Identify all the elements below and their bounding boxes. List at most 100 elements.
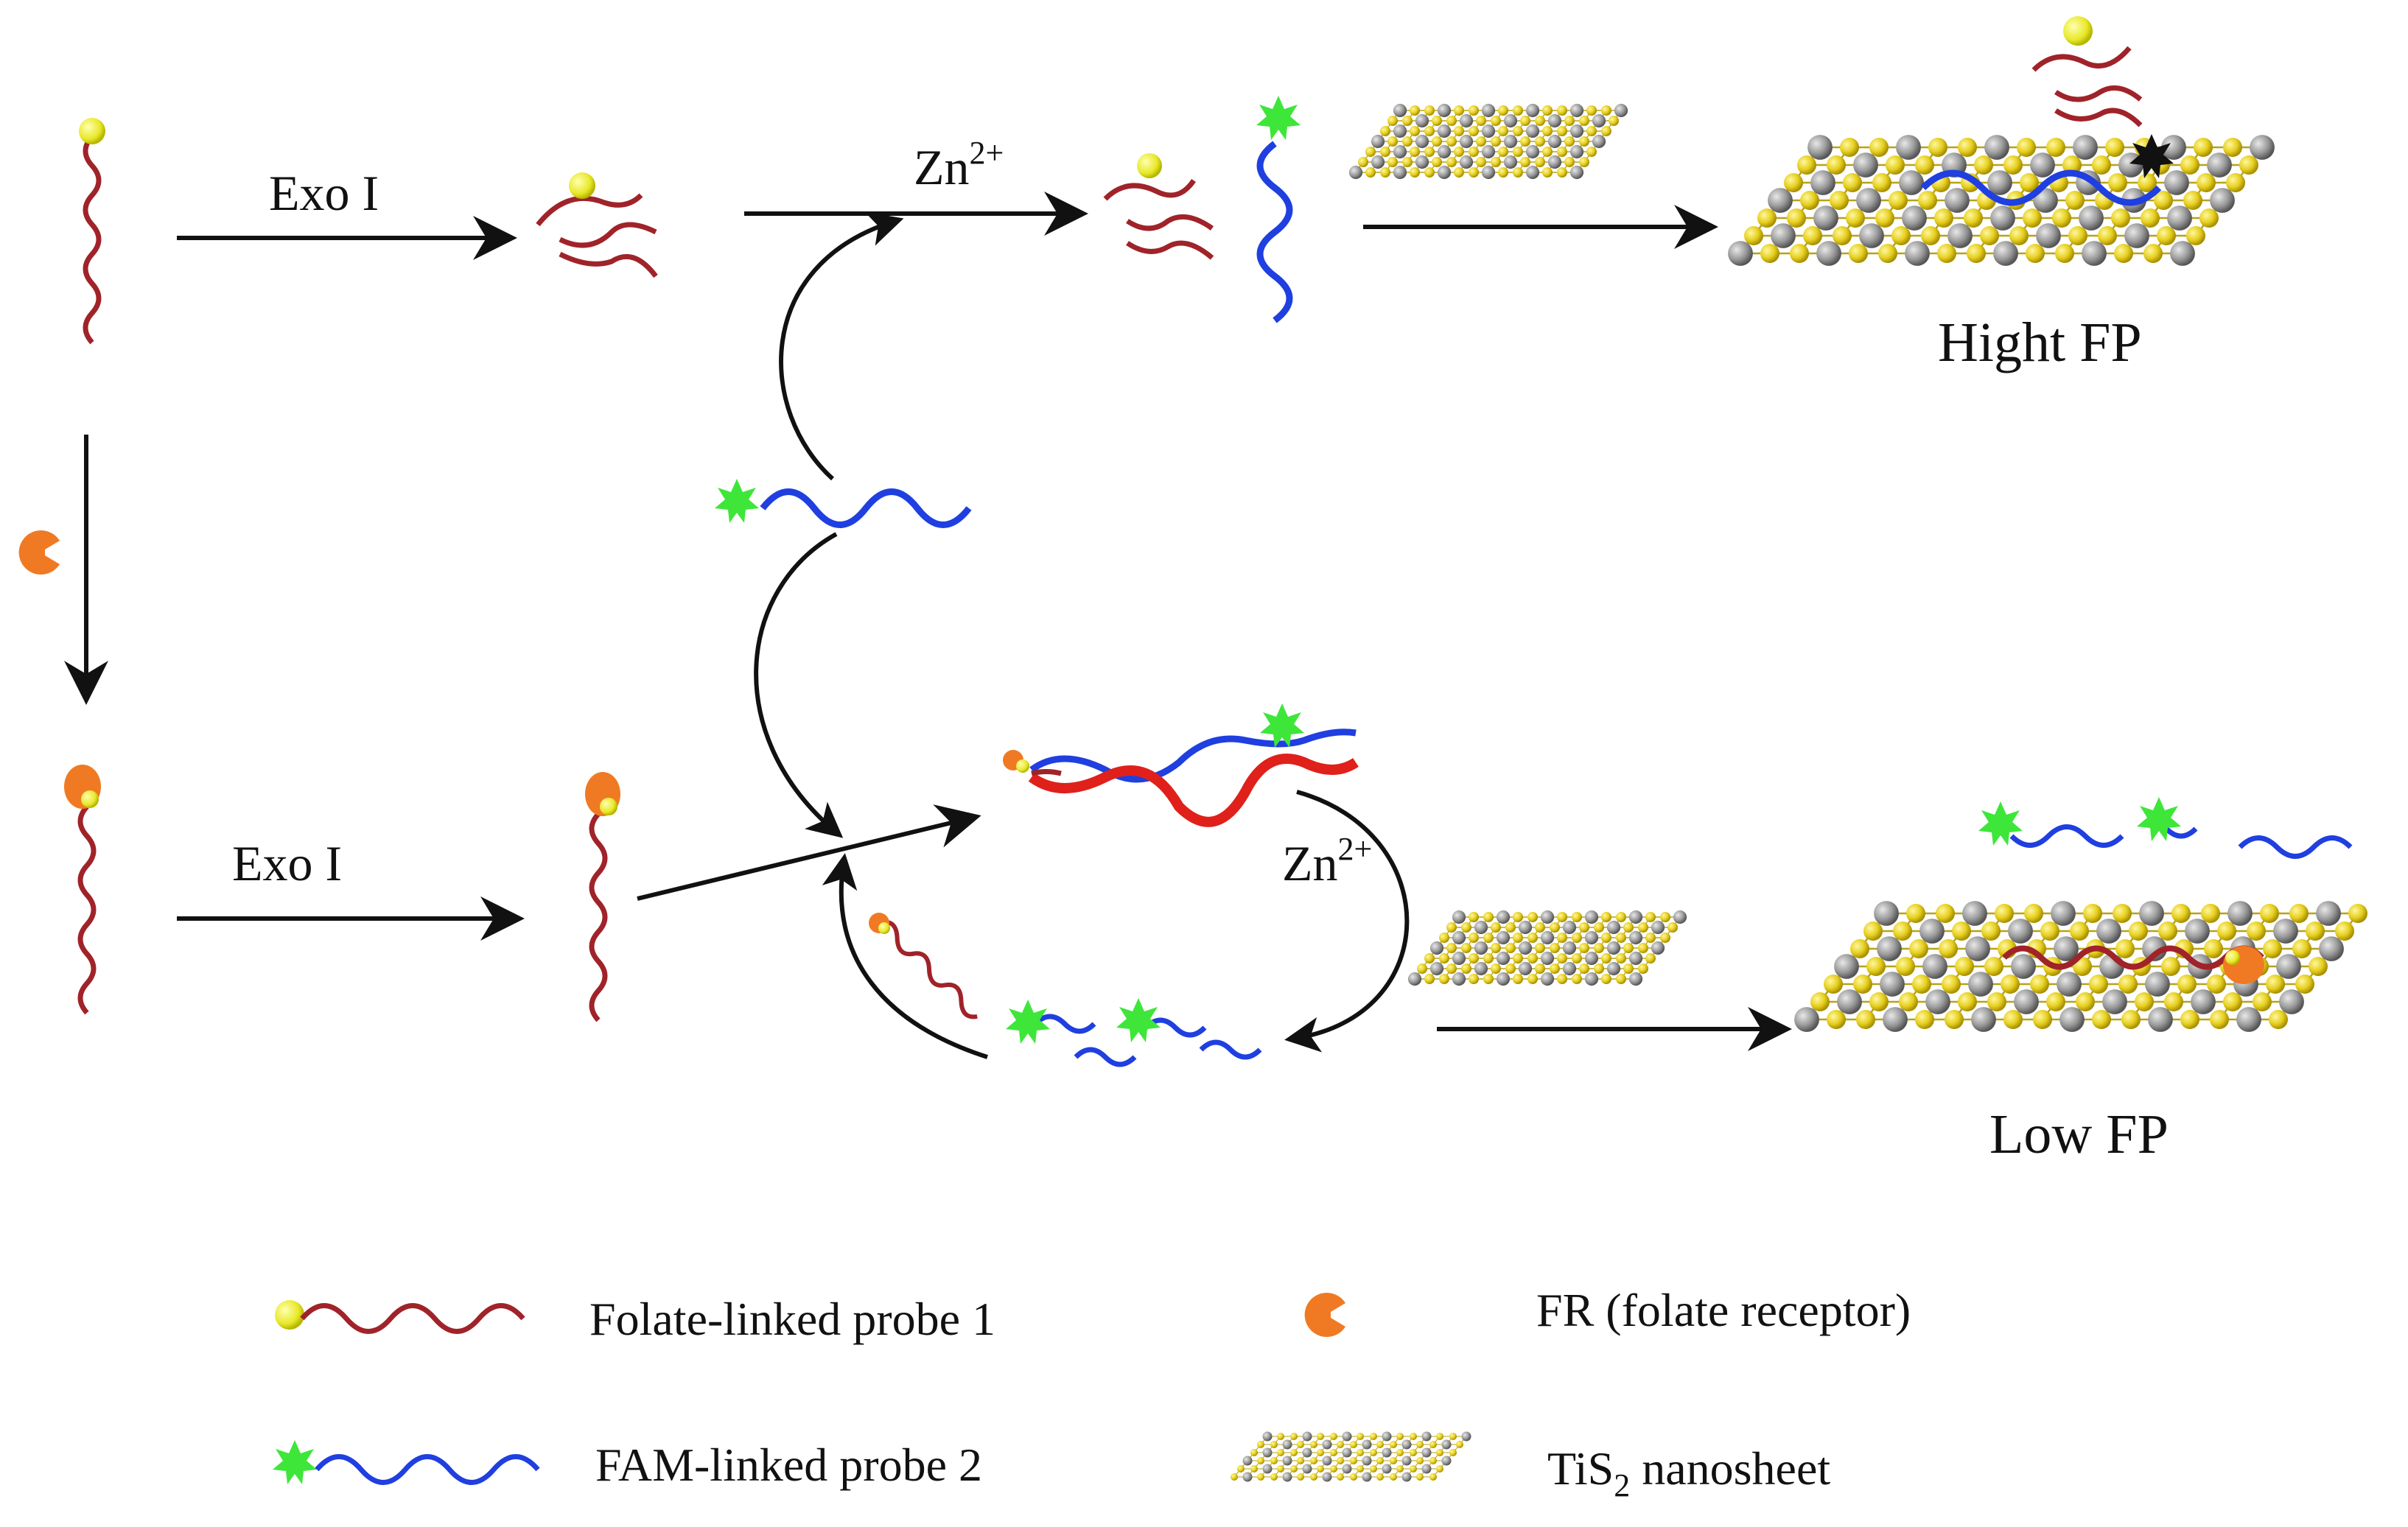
- sulfur-atom: [1357, 1433, 1364, 1440]
- sulfur-atom: [1869, 138, 1889, 157]
- sulfur-atom: [1616, 953, 1626, 963]
- sulfur-atom: [1987, 992, 2006, 1011]
- sulfur-atom: [2046, 138, 2065, 157]
- titanium-atom: [1945, 188, 1970, 213]
- sulfur-atom: [1424, 953, 1435, 963]
- titanium-atom: [1569, 144, 1584, 159]
- sulfur-atom: [1564, 157, 1575, 167]
- sulfur-atom: [1557, 933, 1567, 943]
- titanium-atom: [1452, 972, 1466, 986]
- sulfur-atom: [1461, 943, 1471, 953]
- cycle-arrow-back: [822, 853, 988, 1059]
- titanium-atom: [1525, 124, 1540, 138]
- sulfur-atom: [1454, 126, 1464, 136]
- fragments-released-top: [2031, 16, 2143, 127]
- titanium-atom: [2191, 989, 2216, 1014]
- titanium-atom: [1905, 241, 1930, 266]
- sulfur-atom: [1491, 943, 1501, 953]
- sulfur-atom: [1594, 963, 1604, 974]
- titanium-atom: [1614, 103, 1628, 118]
- sulfur-atom: [1952, 922, 1971, 941]
- sulfur-atom: [1557, 912, 1567, 922]
- titanium-atom: [2185, 919, 2210, 944]
- sulfur-atom: [1513, 912, 1523, 922]
- sulfur-atom: [1810, 992, 1830, 1011]
- sulfur-atom: [1906, 904, 1925, 923]
- titanium-atom: [1362, 1439, 1372, 1450]
- sulfur-atom: [1446, 136, 1457, 147]
- exo-bottom-label: Exo I: [232, 835, 342, 891]
- sulfur-atom: [1469, 147, 1479, 157]
- sulfur-atom: [2070, 922, 2089, 941]
- sulfur-atom: [1937, 244, 1956, 263]
- sulfur-atom: [1337, 1473, 1344, 1481]
- sulfur-atom: [1557, 105, 1567, 116]
- sulfur-atom: [1967, 244, 1986, 263]
- sulfur-atom: [2201, 904, 2220, 923]
- titanium-atom: [1322, 1472, 1332, 1482]
- sulfur-atom: [1579, 963, 1589, 974]
- titanium-atom: [1925, 989, 1950, 1014]
- titanium-atom: [1393, 144, 1407, 159]
- sulfur-atom: [2266, 975, 2285, 994]
- titanium-atom: [1768, 188, 1793, 213]
- titanium-atom: [1421, 1464, 1432, 1474]
- titanium-atom: [1441, 1456, 1452, 1466]
- titanium-atom: [1459, 155, 1474, 169]
- sulfur-atom: [1638, 963, 1648, 974]
- sulfur-atom: [1520, 136, 1530, 147]
- titanium-atom: [1919, 919, 1945, 944]
- titanium-atom: [2082, 241, 2107, 266]
- titanium-atom: [1242, 1456, 1253, 1466]
- titanium-atom: [1322, 1439, 1332, 1450]
- titanium-atom: [1342, 1447, 1352, 1458]
- titanium-atom: [2142, 936, 2167, 961]
- sulfur-atom: [1410, 126, 1420, 136]
- titanium-atom: [2250, 135, 2275, 160]
- titanium-atom: [1562, 920, 1577, 935]
- titanium-atom: [1371, 134, 1385, 149]
- sulfur-atom: [1317, 1449, 1324, 1456]
- sulfur-atom: [2055, 244, 2074, 263]
- titanium-atom: [1518, 941, 1533, 955]
- titanium-atom: [2319, 936, 2344, 961]
- titanium-atom: [1459, 113, 1474, 128]
- sulfur-atom: [2295, 975, 2314, 994]
- sulfur-atom: [1921, 226, 1940, 245]
- sulfur-atom: [1350, 1441, 1357, 1448]
- titanium-atom: [1503, 134, 1518, 149]
- sulfur-atom: [1439, 974, 1449, 984]
- sulfur-atom: [1616, 912, 1626, 922]
- sulfur-atom: [1863, 922, 1883, 941]
- sulfur-atom: [2111, 208, 2130, 228]
- sulfur-atom: [1370, 1449, 1377, 1456]
- sulfur-atom: [1380, 167, 1390, 178]
- sulfur-atom: [1436, 1433, 1443, 1440]
- sulfur-atom: [1827, 155, 1846, 175]
- titanium-atom: [1322, 1456, 1332, 1466]
- sulfur-atom: [2046, 992, 2065, 1011]
- titanium-atom: [1965, 936, 1990, 961]
- titanium-atom: [1393, 124, 1407, 138]
- sulfur-atom: [1787, 208, 1806, 228]
- sulfur-atom: [2009, 226, 2029, 245]
- sulfur-atom: [1469, 105, 1479, 116]
- sulfur-atom: [2194, 138, 2213, 157]
- titanium-atom: [1794, 1007, 1819, 1032]
- sulfur-atom: [1803, 226, 1822, 245]
- sulfur-atom: [1469, 167, 1479, 178]
- sulfur-atom: [1446, 157, 1457, 167]
- sulfur-atom: [1390, 1473, 1397, 1481]
- sulfur-atom: [1432, 116, 1442, 126]
- sulfur-atom: [1572, 974, 1582, 984]
- titanium-atom: [2273, 919, 2298, 944]
- small-nanosheet-bottom: [1407, 910, 1687, 986]
- sulfur-atom: [1358, 157, 1368, 167]
- sulfur-atom: [1424, 147, 1435, 157]
- sulfur-atom: [1498, 147, 1508, 157]
- recycled-probe: [869, 913, 978, 1019]
- titanium-atom: [1474, 920, 1488, 935]
- titanium-atom: [1651, 941, 1665, 955]
- titanium-atom: [1562, 941, 1577, 955]
- titanium-atom: [1421, 1447, 1432, 1458]
